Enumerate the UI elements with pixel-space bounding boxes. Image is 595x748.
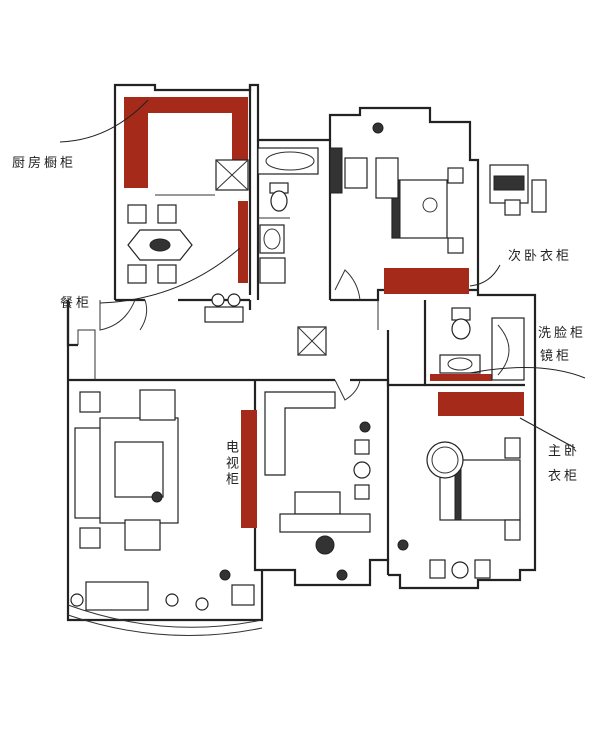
- dining-cabinet: [238, 201, 248, 283]
- side-furniture: [489, 164, 547, 216]
- label-kitchen-cabinet: 厨房橱柜: [12, 156, 77, 171]
- washbasin-cabinet: [430, 374, 492, 381]
- dining-table: [127, 204, 244, 323]
- tv-cabinet: [241, 410, 257, 528]
- leader-lines: [59, 99, 586, 449]
- label-tv-cabinet: 电视柜: [223, 440, 238, 488]
- label-dining-cabinet: 餐柜: [60, 296, 93, 311]
- upper-bathroom: [257, 147, 368, 284]
- second-bedroom-wardrobe: [384, 268, 469, 294]
- kitchen-fixtures: [155, 159, 249, 196]
- label-second-bedroom-wardrobe: 次卧衣柜: [508, 249, 573, 264]
- label-master-bedroom-line2: 衣柜: [548, 469, 581, 484]
- balcony-furniture: [70, 581, 255, 611]
- study-furniture: [264, 391, 371, 555]
- master-bedroom-wardrobe: [438, 392, 524, 416]
- second-bedroom-bed: [375, 157, 464, 254]
- living-sofa: [74, 326, 327, 551]
- label-master-bedroom-line1: 主卧: [548, 444, 581, 459]
- label-washbasin-cabinet: 洗脸柜: [538, 326, 587, 341]
- plants: [151, 122, 409, 581]
- lower-bathroom: [439, 307, 525, 381]
- master-bed: [426, 437, 521, 579]
- label-mirror-cabinet: 镜柜: [540, 349, 573, 364]
